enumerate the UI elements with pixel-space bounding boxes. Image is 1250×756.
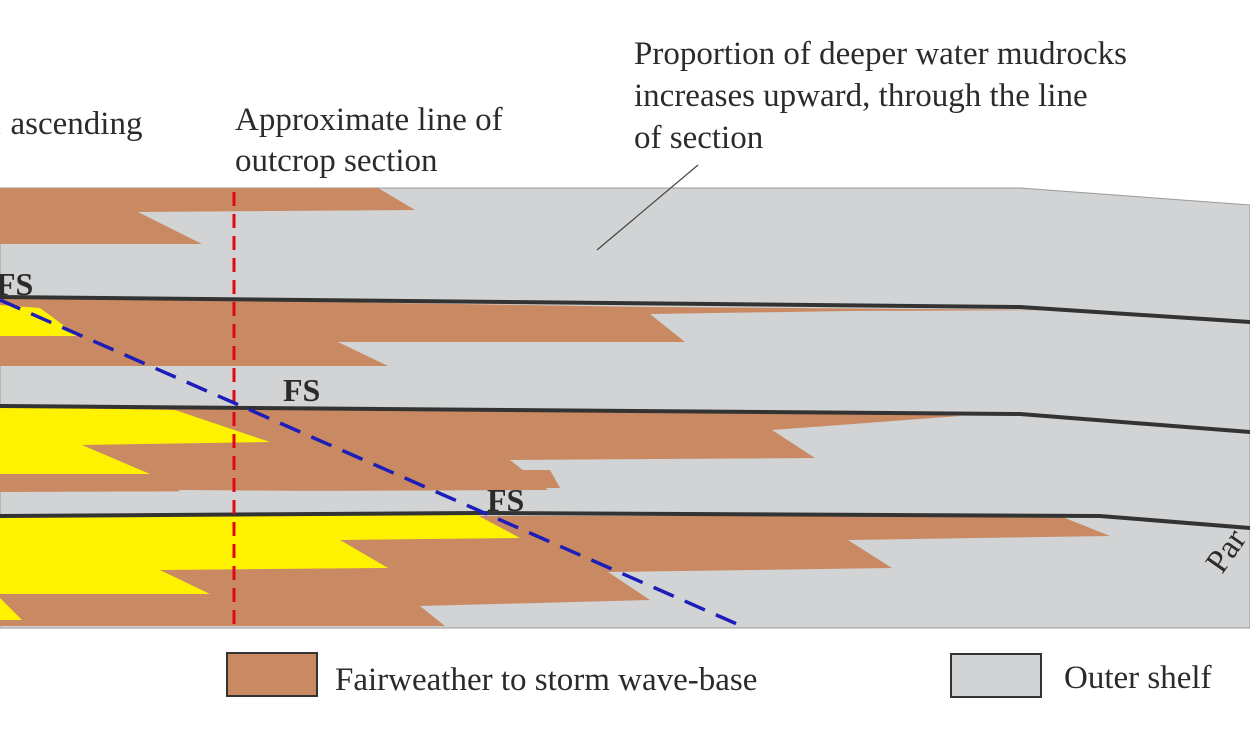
mudrock-proportion-label-1: Proportion of deeper water mudrocks xyxy=(634,36,1127,72)
legend-swatch-outer-shelf xyxy=(950,653,1042,698)
fs-label-upper: FS xyxy=(0,266,33,302)
shoreface-sand-middle-a xyxy=(0,407,270,474)
ascending-fragment-label: , ascending xyxy=(0,106,142,142)
flooding-surface-lower xyxy=(0,510,1250,530)
mudrock-proportion-label-2: increases upward, through the line xyxy=(634,78,1088,114)
shoreface-sand-lower-a xyxy=(0,514,520,594)
shoreface-sand-upper xyxy=(0,305,78,336)
legend-label-outer-shelf: Outer shelf xyxy=(1064,660,1212,696)
fairweather-tongue-upper xyxy=(0,297,1060,366)
outcrop-line-label-2: outcrop section xyxy=(235,143,438,179)
annotation-leader-line xyxy=(596,164,699,251)
flooding-surface-upper xyxy=(0,295,1250,324)
legend-swatch-fairweather xyxy=(226,652,318,697)
shoreface-sand-lower-b xyxy=(0,598,22,620)
mudrock-proportion-label-3: of section xyxy=(634,120,763,156)
fs-label-middle: FS xyxy=(283,372,320,408)
fs-label-lower: FS xyxy=(487,482,524,518)
outcrop-line-label-1: Approximate line of xyxy=(235,102,503,138)
legend-label-fairweather: Fairweather to storm wave-base xyxy=(335,662,757,698)
fairweather-tongue-top xyxy=(0,188,415,244)
outer-shelf-wedge xyxy=(178,490,505,514)
flooding-surface-middle xyxy=(0,404,1250,434)
